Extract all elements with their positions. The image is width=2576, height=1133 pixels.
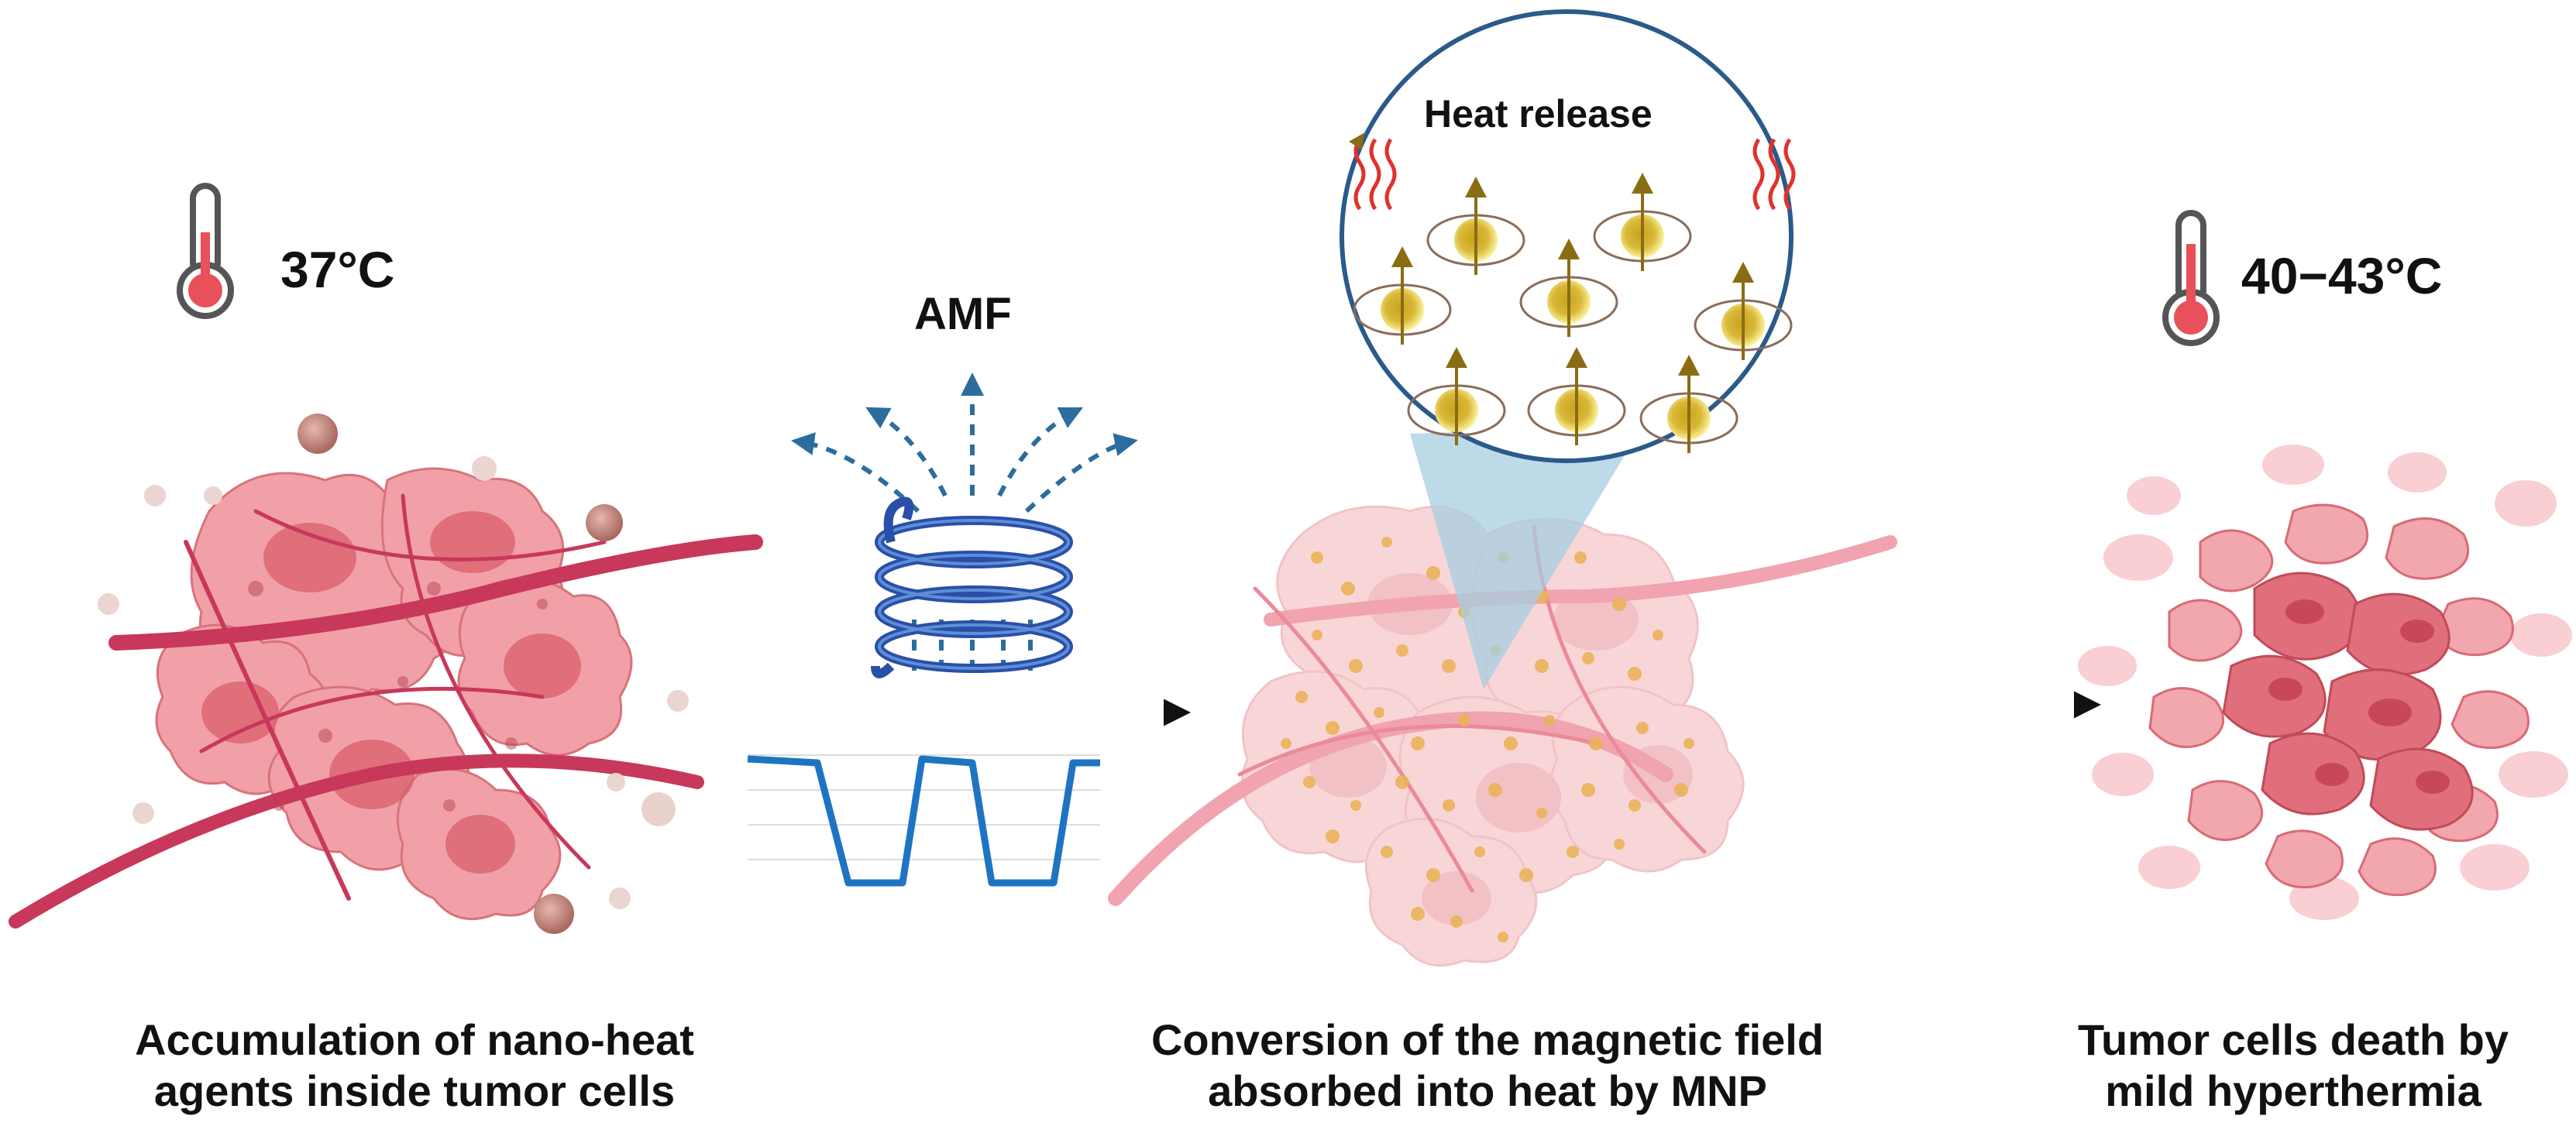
coil-icon: [791, 373, 1138, 678]
stage-3-caption: Tumor cells death by mild hyperthermia: [2030, 1015, 2557, 1117]
magnetic-nanoparticles: [1353, 173, 1793, 453]
stage-3-caption-line-1: Tumor cells death by: [2078, 1015, 2509, 1064]
stage-1-caption: Accumulation of nano-heat agents inside …: [46, 1015, 782, 1117]
heat-release-inset: [1340, 9, 1794, 463]
stage-3-caption-line-2: mild hyperthermia: [2105, 1066, 2481, 1115]
magnetic-nanoparticle-icon: [1353, 246, 1452, 345]
inset-cone: [1410, 426, 1642, 689]
magnetic-nanoparticle-icon: [1426, 177, 1525, 275]
blood-vessels-initial: [9, 493, 763, 929]
magnetic-nanoparticle-icon: [1593, 173, 1692, 271]
magnetic-nanoparticle-icon: [1639, 355, 1739, 453]
magnetic-nanoparticle-icon: [1694, 262, 1793, 360]
free-nanoparticles: [98, 414, 689, 934]
final-temperature: 40−43°C: [2241, 247, 2443, 304]
alternating-signal-wave: [747, 754, 1100, 887]
tumor-cluster-initial: [155, 467, 633, 921]
stage-1-caption-line-1: Accumulation of nano-heat: [135, 1015, 694, 1064]
nanoparticles-in-tumor: [1281, 537, 1694, 942]
stage-2-caption-line-1: Conversion of the magnetic field: [1150, 1015, 1825, 1064]
magnetic-nanoparticle-icon: [1407, 347, 1506, 445]
stage-1-caption-line-2: agents inside tumor cells: [153, 1066, 676, 1115]
thermometer-icon: [177, 183, 234, 319]
magnetic-nanoparticle-icon: [1519, 239, 1618, 337]
stage-2-caption-line-2: absorbed into heat by MNP: [1208, 1066, 1767, 1115]
amf-label: AMF: [914, 289, 1012, 339]
stage-2-caption: Conversion of the magnetic field absorbe…: [1077, 1015, 1898, 1117]
magnetic-nanoparticle-icon: [1527, 347, 1626, 445]
heat-wave-icon: [1752, 138, 1796, 211]
tumor-cluster-dying: [2078, 445, 2572, 920]
heat-wave-icon: [1349, 132, 1397, 211]
initial-temperature: 37°C: [280, 241, 395, 298]
inset-title: Heat release: [1424, 92, 1653, 136]
thermometer-icon: [2162, 210, 2220, 346]
